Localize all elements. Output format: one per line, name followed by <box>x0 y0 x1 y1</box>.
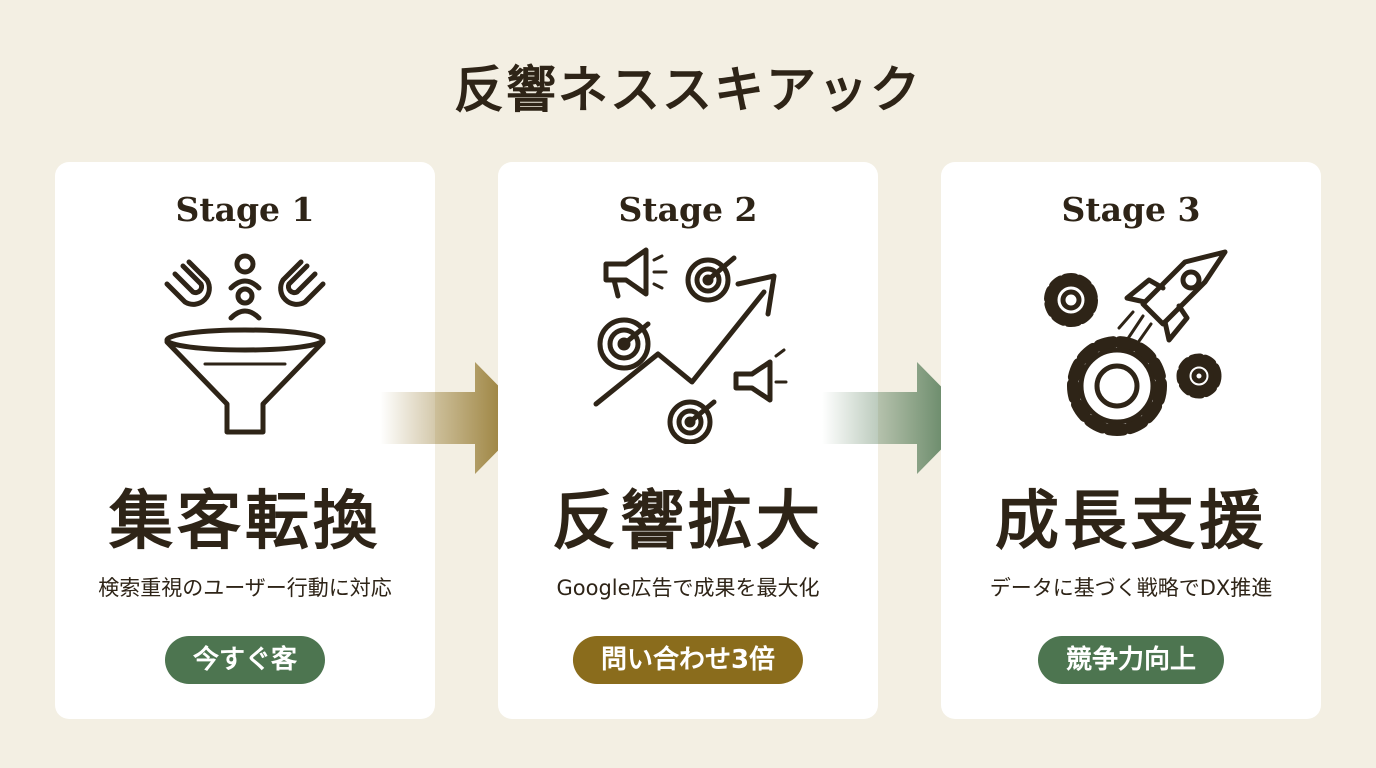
page-title: 反響ネススキアック <box>454 61 922 119</box>
growth-targets-icon <box>588 244 788 445</box>
stage-card-1: Stage 1 集客転換 検索重視のユーザー行動に対応 今すぐ客 <box>55 162 435 719</box>
stage-label: Stage 2 <box>618 190 758 229</box>
funnel-magnet-icon <box>145 244 345 444</box>
stage-badge: 問い合わせ3倍 <box>572 636 804 684</box>
arrow-right-icon <box>380 362 530 474</box>
stage-badge: 今すぐ客 <box>164 636 326 684</box>
stage-description: Google広告で成果を最大化 <box>556 576 820 600</box>
stage-description: データに基づく戦略でDX推進 <box>989 576 1273 600</box>
arrow-right-icon <box>822 362 972 474</box>
stage-headline: 反響拡大 <box>552 484 824 559</box>
stage-label: Stage 3 <box>1061 190 1201 229</box>
stage-badge: 競争力向上 <box>1037 636 1225 684</box>
stage-description: 検索重視のユーザー行動に対応 <box>98 576 392 600</box>
stage-card-2: Stage 2 <box>498 162 878 719</box>
rocket-gears-icon <box>1031 244 1231 444</box>
stage-card-3: Stage 3 成長支援 データに基づく戦略でDX推進 競争力向上 <box>941 162 1321 719</box>
stage-headline: 集客転換 <box>109 484 381 559</box>
stage-label: Stage 1 <box>175 190 315 229</box>
stage-headline: 成長支援 <box>995 484 1267 559</box>
